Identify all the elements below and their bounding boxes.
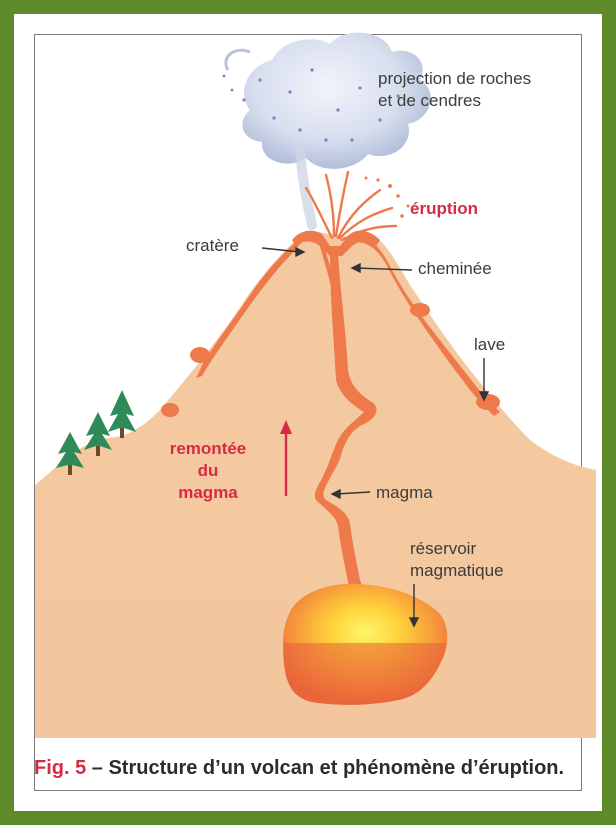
label-projection-line1: projection de roches — [378, 69, 531, 88]
tree-icon — [108, 390, 136, 438]
figure-caption: Fig. 5 – Structure d’un volcan et phénom… — [34, 756, 594, 781]
label-cratere: cratère — [186, 236, 239, 255]
label-projection-line2: et de cendres — [378, 91, 481, 110]
label-lave: lave — [474, 335, 505, 354]
figure-number: Fig. 5 — [34, 757, 86, 779]
label-reservoir-line1: réservoir — [410, 539, 476, 558]
label-remontee-line3: magma — [178, 483, 238, 502]
caption-text: – Structure d’un volcan et phénomène d’é… — [86, 757, 564, 779]
label-cheminee: cheminée — [418, 259, 492, 278]
label-remontee-line2: du — [198, 461, 219, 480]
label-magma: magma — [376, 483, 433, 502]
eruption-jets — [306, 172, 396, 240]
label-eruption: éruption — [410, 199, 478, 218]
label-reservoir-line2: magmatique — [410, 561, 504, 580]
label-remontee-line1: remontée — [170, 439, 247, 458]
